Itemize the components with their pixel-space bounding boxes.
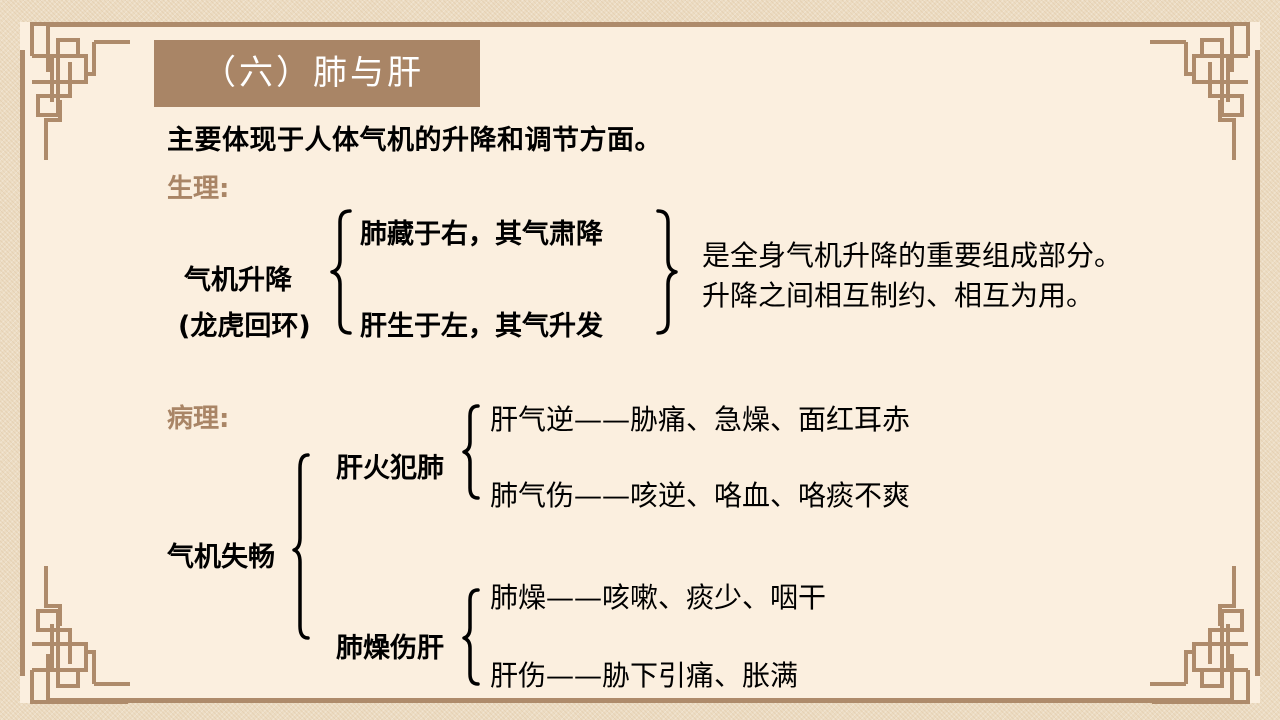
intro-text: 主要体现于人体气机的升降和调节方面。 bbox=[167, 125, 662, 156]
physiology-summary-2: 升降之间相互制约、相互为用。 bbox=[702, 279, 1095, 312]
pathology-label: 病理: bbox=[167, 404, 230, 434]
slide-paper bbox=[20, 22, 1260, 703]
corner-ornament-top-right bbox=[1150, 22, 1260, 170]
corner-ornament-bottom-left bbox=[20, 556, 130, 704]
physiology-branch-1: 肺藏于右，其气肃降 bbox=[360, 219, 603, 250]
physiology-root-line1: 气机升降 bbox=[184, 265, 292, 296]
pathology-root-brace bbox=[292, 453, 310, 640]
physiology-left-brace bbox=[330, 209, 352, 335]
physiology-root-line2: (龙虎回环) bbox=[178, 311, 311, 342]
corner-ornament-bottom-right bbox=[1150, 556, 1260, 704]
pathology-group-2-item-2: 肝伤——胁下引痛、胀满 bbox=[490, 659, 799, 692]
frame-right-line bbox=[1255, 50, 1260, 676]
physiology-label: 生理: bbox=[167, 174, 230, 204]
physiology-branch-2: 肝生于左，其气升发 bbox=[360, 311, 603, 342]
frame-top-line bbox=[46, 22, 1234, 27]
pathology-group-1-item-1: 肝气逆——胁痛、急燥、面红耳赤 bbox=[490, 403, 911, 436]
frame-left-line bbox=[20, 50, 25, 676]
pathology-group-2-item-1: 肺燥——咳嗽、痰少、咽干 bbox=[490, 581, 827, 614]
frame-bottom-line bbox=[46, 698, 1234, 703]
slide-title: （六）肺与肝 bbox=[154, 40, 480, 107]
physiology-summary-1: 是全身气机升降的重要组成部分。 bbox=[702, 239, 1123, 272]
pathology-group-2-label: 肺燥伤肝 bbox=[336, 633, 444, 664]
corner-ornament-top-left bbox=[20, 22, 130, 170]
pathology-group-1-brace bbox=[462, 404, 480, 500]
physiology-right-brace bbox=[656, 209, 678, 335]
pathology-group-1-item-2: 肺气伤——咳逆、咯血、咯痰不爽 bbox=[490, 479, 911, 512]
pathology-group-2-brace bbox=[462, 588, 480, 686]
pathology-group-1-label: 肝火犯肺 bbox=[336, 453, 444, 484]
pathology-root: 气机失畅 bbox=[167, 542, 275, 573]
